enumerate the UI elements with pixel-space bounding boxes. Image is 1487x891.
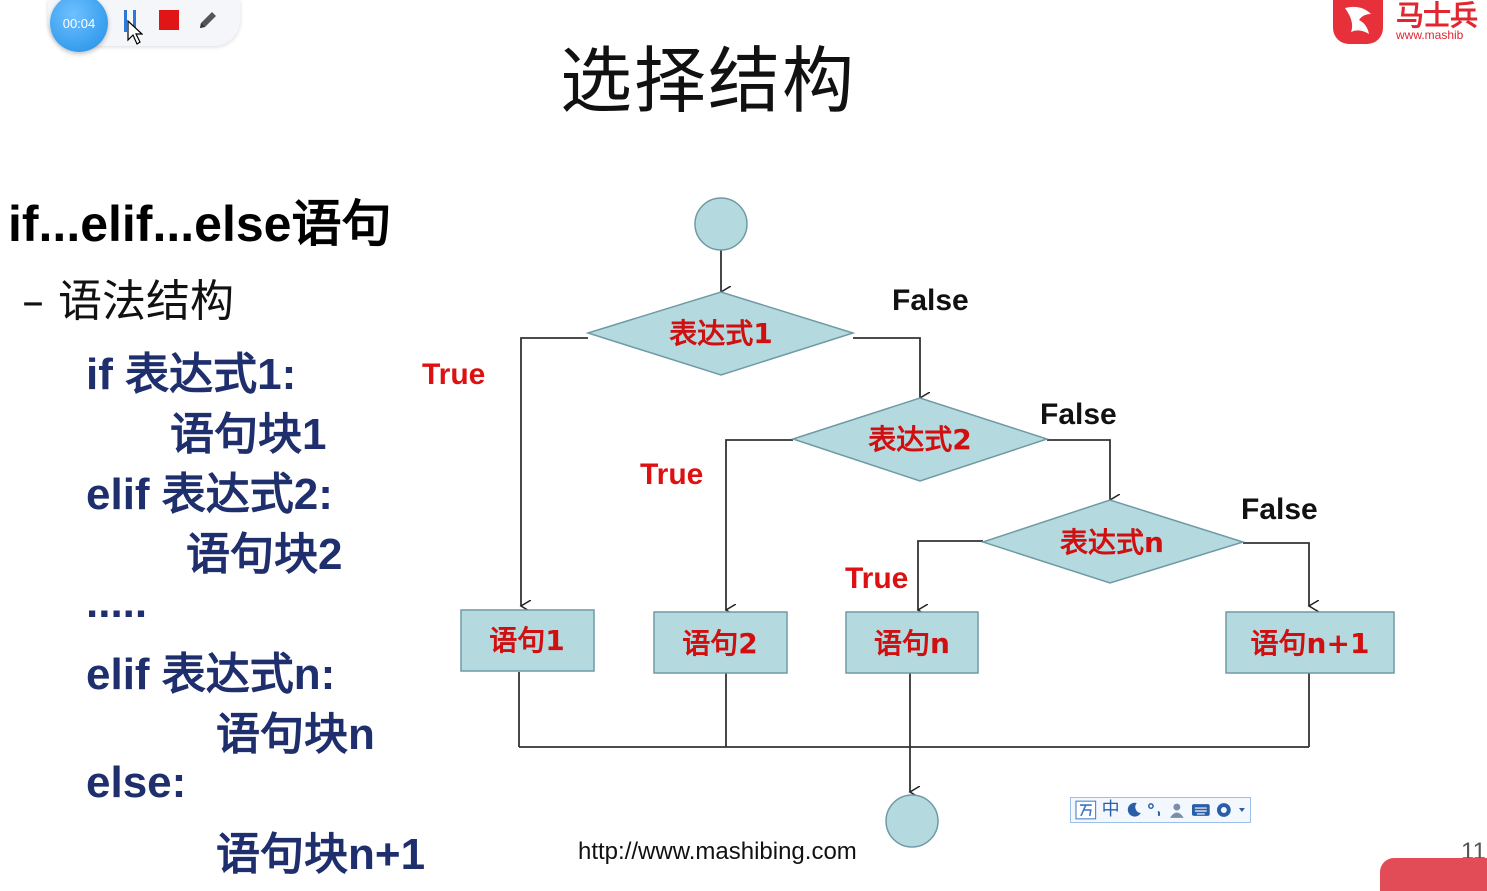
end-node [885, 794, 939, 848]
stop-button[interactable] [159, 10, 179, 30]
ime-toolbar[interactable]: 中 [1070, 797, 1251, 823]
statement-label: 语句1 [489, 624, 564, 657]
true-label: True [422, 358, 485, 391]
code-line: elif 表达式n: [86, 650, 336, 699]
moon-icon[interactable] [1125, 801, 1143, 819]
recording-timer: 00:04 [50, 0, 108, 52]
pause-button[interactable] [122, 10, 138, 32]
true-label: True [640, 458, 703, 491]
code-line: ..... [86, 578, 148, 627]
decision-label: 表达式n [1060, 526, 1164, 559]
slide-title: 选择结构 [560, 39, 857, 123]
decision-node: 表达式1 [585, 291, 856, 376]
code-line: else: [86, 758, 187, 807]
code-line: 语句块n [216, 710, 375, 759]
decision-label: 表达式2 [868, 423, 971, 456]
punctuation-icon[interactable] [1147, 801, 1163, 819]
pen-icon[interactable] [196, 8, 220, 32]
code-line: 语句块n+1 [216, 830, 426, 879]
slide-subheading: – 语法结构 [22, 276, 234, 327]
footer-url: http://www.mashibing.com [578, 838, 857, 865]
ime-logo-icon[interactable] [1075, 800, 1097, 820]
statement-node: 语句n+1 [1225, 611, 1395, 674]
code-line: 语句块2 [186, 530, 343, 579]
true-label: True [845, 562, 908, 595]
cursor-icon [127, 20, 143, 45]
statement-label: 语句n [874, 627, 950, 660]
decision-node: 表达式n [980, 499, 1246, 584]
logo-url: www.mashib [1396, 28, 1464, 42]
keyboard-icon[interactable] [1191, 802, 1211, 818]
logo-text: 马士兵 [1396, 0, 1478, 32]
code-line: if 表达式1: [86, 350, 297, 399]
statement-node: 语句1 [460, 609, 595, 672]
false-label: False [1040, 398, 1117, 431]
skin-icon[interactable] [1215, 801, 1233, 819]
false-label: False [1241, 493, 1318, 526]
code-line: 语句块1 [170, 410, 327, 459]
chevron-down-icon[interactable] [1238, 806, 1246, 814]
start-node [694, 197, 748, 251]
decision-label: 表达式1 [669, 317, 772, 350]
logo-icon [1333, 0, 1383, 44]
statement-label: 语句n+1 [1251, 627, 1370, 660]
ime-mode-toggle[interactable]: 中 [1101, 799, 1120, 820]
code-line: elif 表达式2: [86, 470, 333, 519]
decision-node: 表达式2 [790, 397, 1050, 482]
app-corner-icon [1380, 858, 1487, 891]
statement-node: 语句2 [653, 611, 788, 674]
statement-node: 语句n [845, 611, 979, 674]
user-icon[interactable] [1168, 801, 1186, 819]
slide-heading: if...elif...else语句 [8, 196, 392, 252]
statement-label: 语句2 [682, 627, 757, 660]
false-label: False [892, 284, 969, 317]
